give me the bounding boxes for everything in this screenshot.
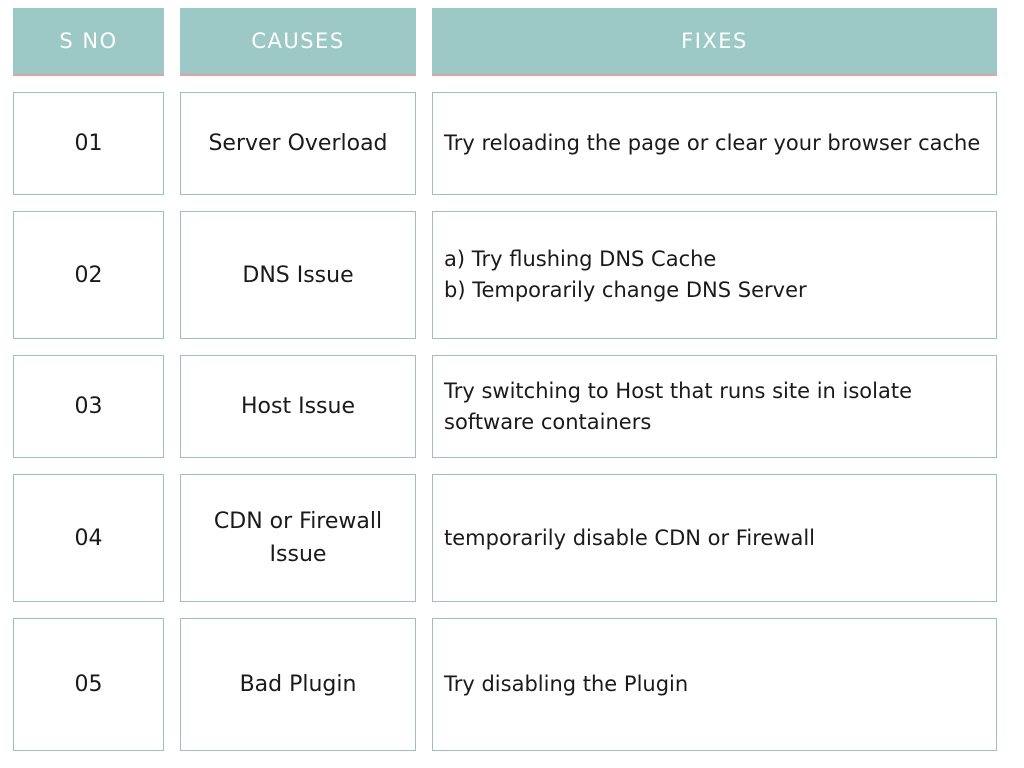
header-causes-label: CAUSES [251,29,345,53]
row-1-sno: 01 [13,92,164,195]
row-1-sno-text: 01 [74,131,103,156]
row-2-cause-text: DNS Issue [242,262,354,288]
row-5-fix: Try disabling the Plugin [432,618,997,751]
row-2-sno-text: 02 [74,262,103,288]
row-5-sno-text: 05 [74,672,103,697]
row-5-cause: Bad Plugin [180,618,416,751]
row-1-fix: Try reloading the page or clear your bro… [432,92,997,195]
row-2-fix: a) Try flushing DNS Cache b) Temporarily… [432,211,997,339]
row-1-fix-line-1: Try reloading the page or clear your bro… [444,131,981,155]
row-4-fix-line-1: temporarily disable CDN or Firewall [444,525,815,550]
row-4-sno-text: 04 [74,525,103,551]
row-4-sno: 04 [13,474,164,602]
row-3-fix-line-1: Try switching to Host that runs site in … [444,378,913,434]
header-fixes-label: FIXES [681,29,748,53]
row-4-cause-text: CDN or Firewall Issue [213,509,383,567]
header-sno-label: S NO [59,29,118,53]
row-3-cause: Host Issue [180,355,416,458]
header-causes: CAUSES [180,8,416,76]
header-fixes: FIXES [432,8,997,76]
row-1-cause-text: Server Overload [208,131,388,156]
row-2-cause: DNS Issue [180,211,416,339]
row-5-cause-text: Bad Plugin [239,672,357,697]
row-1-cause: Server Overload [180,92,416,195]
row-4-cause: CDN or Firewall Issue [180,474,416,602]
row-3-sno: 03 [13,355,164,458]
row-5-fix-line-1: Try disabling the Plugin [444,672,689,696]
header-sno: S NO [13,8,164,76]
row-3-cause-text: Host Issue [241,394,355,419]
row-5-sno: 05 [13,618,164,751]
row-2-fix-line-2: b) Temporarily change DNS Server [444,278,807,302]
row-2-fix-line-1: a) Try flushing DNS Cache [444,247,717,271]
row-3-sno-text: 03 [74,394,103,419]
row-4-fix: temporarily disable CDN or Firewall [432,474,997,602]
row-3-fix: Try switching to Host that runs site in … [432,355,997,458]
row-2-sno: 02 [13,211,164,339]
